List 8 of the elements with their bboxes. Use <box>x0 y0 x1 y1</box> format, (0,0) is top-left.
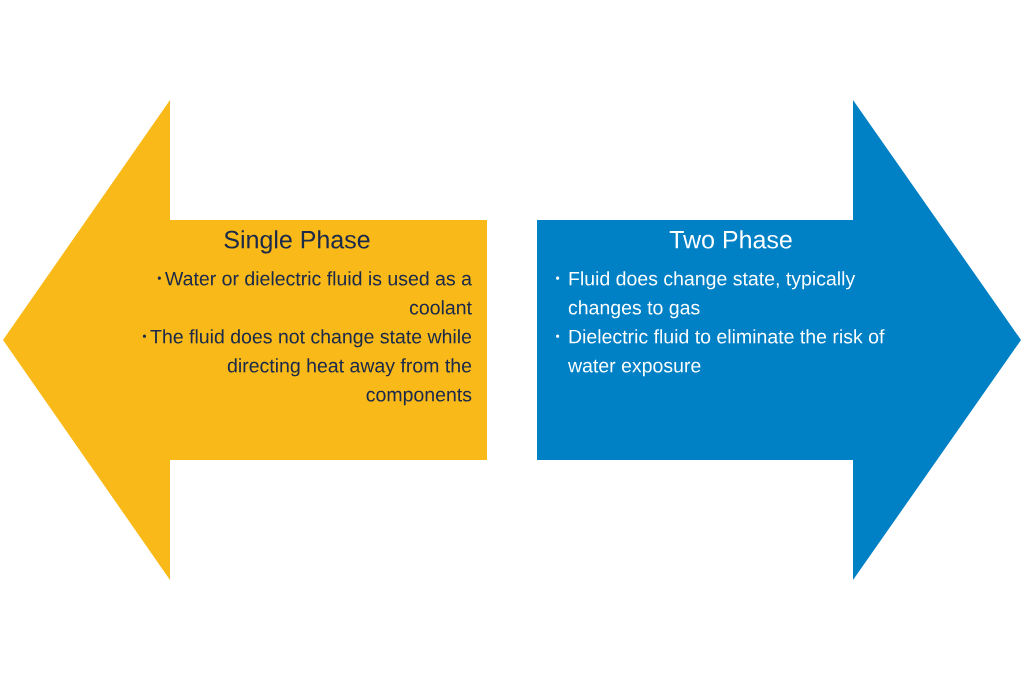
bullet-item: The fluid does not change state while directing heat away from the components <box>150 329 472 406</box>
bullet-item: Fluid does change state, typically changes to gas <box>568 271 856 319</box>
heading: Two Phase <box>669 230 792 249</box>
bullet-item: Dielectric fluid to eliminate the risk of water exposure <box>568 329 885 377</box>
arrow-shape <box>3 100 487 580</box>
arrow-shape <box>537 100 1021 580</box>
bullet-item: Water or dielectric fluid is used as a coolant <box>165 271 472 315</box>
heading: Single Phase <box>224 230 370 254</box>
